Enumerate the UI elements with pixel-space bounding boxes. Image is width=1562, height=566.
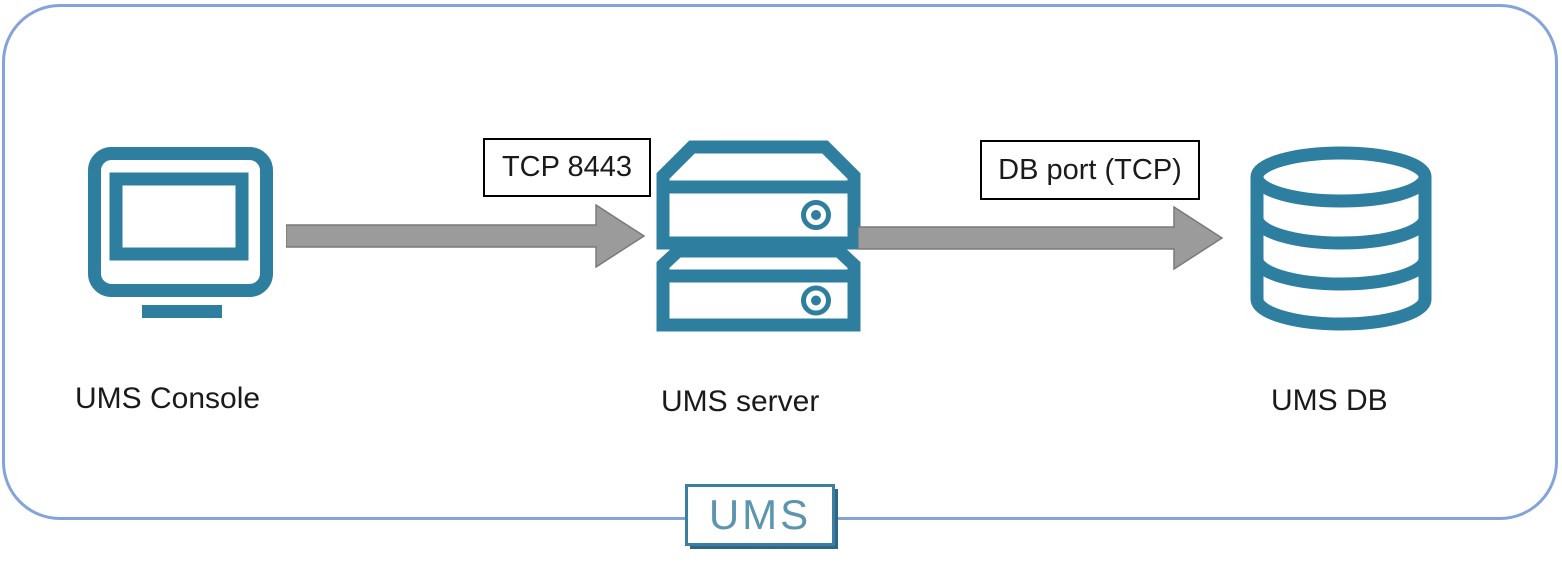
- node-label-ums-server: UMS server: [661, 385, 820, 418]
- connection-label-text: DB port (TCP): [998, 153, 1182, 186]
- monitor-icon: [88, 147, 273, 318]
- arrow-console-to-server: [286, 204, 646, 268]
- server-icon: [656, 140, 861, 332]
- connection-label-text: TCP 8443: [501, 151, 633, 183]
- connection-label-db-port: DB port (TCP): [980, 140, 1200, 200]
- connection-label-tcp-8443: TCP 8443: [483, 138, 651, 197]
- node-label-ums-db: UMS DB: [1271, 384, 1388, 417]
- ums-badge-text: UMS: [708, 491, 812, 538]
- database-icon: [1250, 146, 1432, 331]
- arrow-server-to-db: [858, 206, 1224, 270]
- node-label-ums-console: UMS Console: [75, 382, 261, 415]
- ums-badge: UMS: [685, 484, 835, 546]
